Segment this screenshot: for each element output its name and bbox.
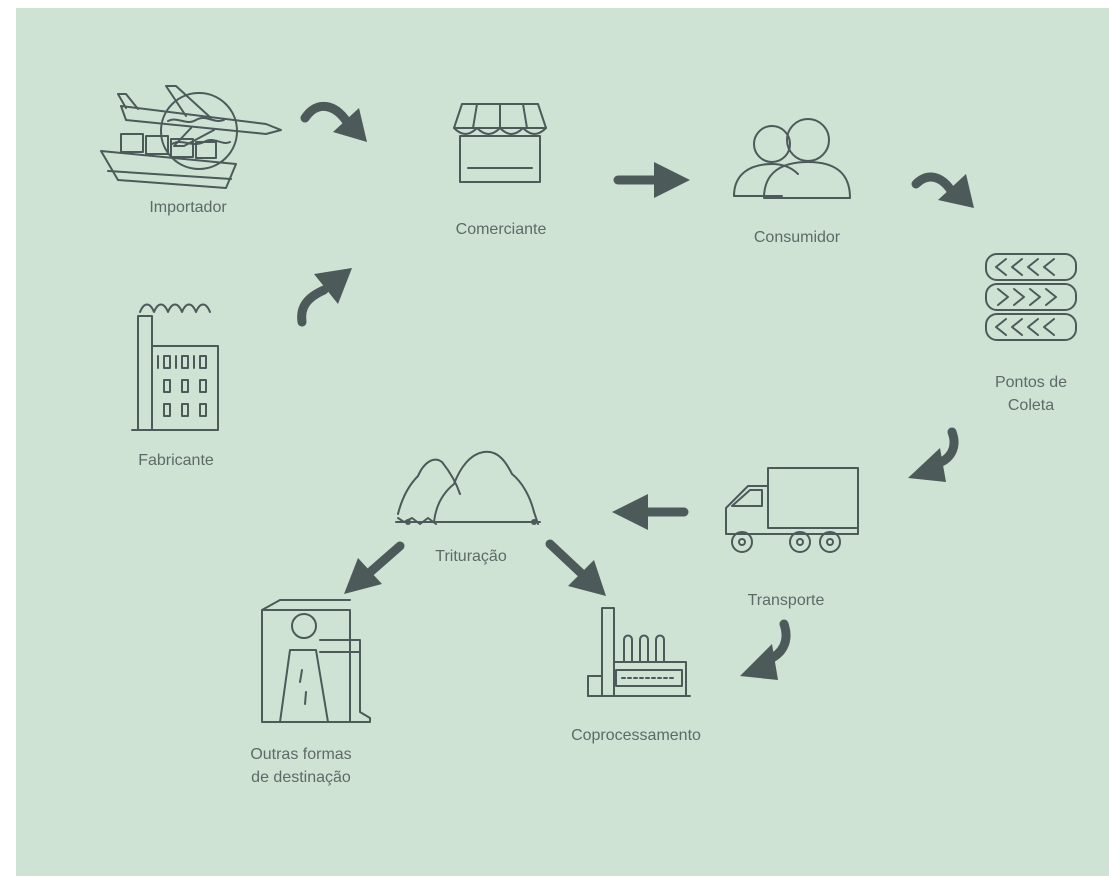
shredded-pile-icon <box>395 450 541 525</box>
node-label-line: Outras formas <box>250 746 352 763</box>
arrow-consumidor-pontos <box>911 172 974 208</box>
node-label: Fabricante <box>138 452 214 469</box>
truck-icon <box>725 467 859 553</box>
arrow-comerciante-consumidor <box>613 162 690 198</box>
import-icon <box>100 85 282 189</box>
node-label: Trituração <box>435 548 507 565</box>
node-label: Comerciante <box>455 221 547 238</box>
arrow-trituracao-outras <box>344 541 405 594</box>
people-icon <box>733 118 851 199</box>
node-label: Consumidor <box>753 229 841 246</box>
arrow-transporte-trituracao <box>612 494 689 530</box>
road-boot-icon <box>261 599 371 723</box>
storefront-icon <box>453 103 547 183</box>
node-label: Importador <box>149 199 227 216</box>
node-label-line: Coleta <box>1007 397 1055 414</box>
arrow-transporte-coprocessamento <box>740 619 791 680</box>
tire-stack-icon <box>985 253 1077 341</box>
factory-icon <box>131 303 219 431</box>
node-label: Pontos de Coleta <box>966 371 1096 417</box>
node-label: Coprocessamento <box>571 727 701 744</box>
industrial-plant-icon <box>587 607 691 697</box>
arrow-trituracao-coprocessamento <box>545 539 606 596</box>
node-label: Outras formas de destinação <box>236 743 366 789</box>
arrow-pontos-transporte <box>908 427 959 482</box>
arrow-importador-comerciante <box>300 102 367 142</box>
node-label: Transporte <box>747 592 825 609</box>
arrow-fabricante-comerciante <box>297 268 352 327</box>
node-label-line: Pontos de <box>994 374 1068 391</box>
node-label-line: de destinação <box>251 769 351 786</box>
diagram-canvas: Importador Comerciante Consumidor <box>16 8 1109 876</box>
